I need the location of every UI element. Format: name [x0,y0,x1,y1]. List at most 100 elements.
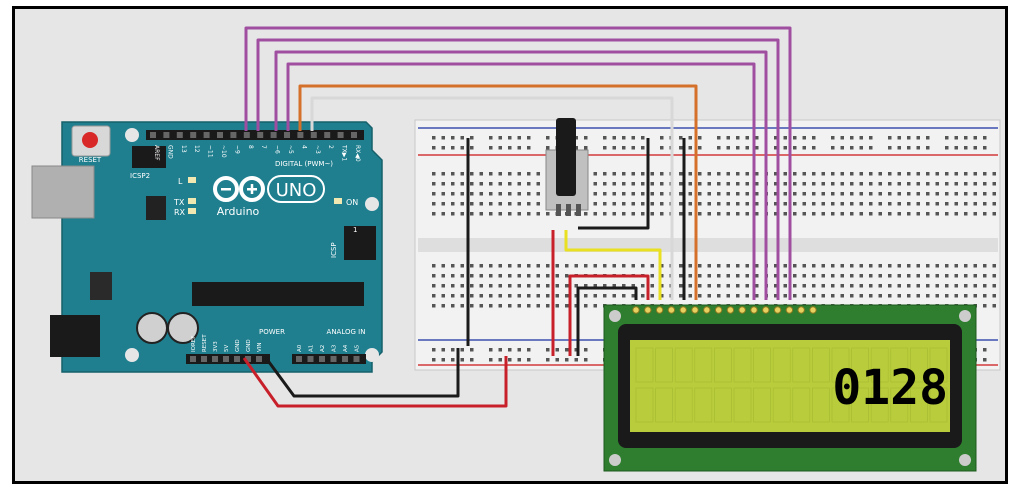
breadboard-hole [812,212,816,216]
breadboard-hole [907,294,911,298]
lcd-cell [870,387,889,423]
breadboard-hole [498,212,502,216]
breadboard-hole [432,274,436,278]
breadboard-hole [973,264,977,268]
breadboard-hole [479,212,483,216]
breadboard-hole [736,136,740,140]
lcd-pin [738,306,746,314]
lcd-cell [753,347,771,383]
reset-button[interactable] [82,132,98,148]
breadboard-hole [679,202,683,206]
breadboard-hole [508,182,512,186]
breadboard-hole [707,172,711,176]
breadboard-hole [736,212,740,216]
breadboard-hole [622,172,626,176]
breadboard-hole [859,202,863,206]
power-jack [50,315,100,357]
breadboard-hole [783,182,787,186]
digital-header [146,130,364,140]
breadboard-hole [451,348,455,352]
power-pin [223,356,229,362]
digital-pin-label: ~3 [314,145,321,154]
breadboard-hole [831,294,835,298]
breadboard-hole [916,264,920,268]
pot-knob[interactable] [556,118,576,196]
breadboard-hole [622,192,626,196]
breadboard-hole [555,348,559,352]
breadboard-hole [717,182,721,186]
breadboard-hole [517,172,521,176]
lcd-cell [890,347,909,383]
breadboard-hole [650,284,654,288]
analog-pin-label: A3 [332,344,338,352]
breadboard-hole [451,136,455,140]
breadboard-hole [441,146,445,150]
breadboard-hole [660,172,664,176]
breadboard-hole [650,172,654,176]
breadboard-hole [964,294,968,298]
breadboard-hole [983,284,987,288]
breadboard-hole [527,294,531,298]
breadboard-hole [460,304,464,308]
lcd-pin [809,306,817,314]
digital-pin [284,132,290,138]
breadboard-hole [650,294,654,298]
breadboard-hole [745,284,749,288]
breadboard-hole [793,202,797,206]
reset-label: RESET [79,156,102,164]
breadboard-hole [574,294,578,298]
analog-pin [296,356,302,362]
breadboard-hole [812,274,816,278]
breadboard-hole [973,146,977,150]
wire-red-5v [242,356,508,408]
breadboard-hole [631,284,635,288]
breadboard-hole [546,294,550,298]
atmega-chip [192,282,364,306]
breadboard-hole [546,146,550,150]
breadboard-hole [527,182,531,186]
lcd-cell [910,347,928,383]
digital-pin [310,132,317,138]
digital-pin-label: AREF [153,145,160,161]
breadboard-hole [736,274,740,278]
lcd-pin [655,306,664,314]
breadboard-hole [679,284,683,288]
breadboard-hole [641,202,645,206]
breadboard-hole [888,212,892,216]
breadboard-hole [698,202,702,206]
breadboard-hole [707,182,711,186]
breadboard-hole [802,294,806,298]
breadboard-hole [688,182,692,186]
l-label: L [178,177,183,186]
breadboard-hole [983,136,987,140]
breadboard-hole [432,348,436,352]
breadboard-hole [460,274,464,278]
mount-hole-bottom-right [365,348,379,362]
lcd-mount-bl [609,454,621,466]
power-label: POWER [259,328,285,336]
digital-pin [351,132,357,138]
breadboard-hole [736,284,740,288]
rx-led [188,208,196,214]
breadboard-hole [622,284,626,288]
breadboard-hole [954,212,958,216]
breadboard-hole [555,358,559,362]
breadboard-hole [717,136,721,140]
breadboard-hole [850,294,854,298]
lcd-cell [674,347,693,383]
breadboard-hole [707,294,711,298]
breadboard-hole [641,146,645,150]
breadboard-hole [432,146,436,150]
breadboard-hole [859,284,863,288]
breadboard-hole [584,146,588,150]
breadboard-hole [441,304,445,308]
breadboard-hole [821,192,825,196]
breadboard-hole [441,358,445,362]
breadboard-hole [717,274,721,278]
breadboard-hole [498,192,502,196]
breadboard-hole [812,146,816,150]
breadboard-hole [717,192,721,196]
digital-pin [270,132,277,138]
breadboard-hole [631,202,635,206]
breadboard-hole [479,182,483,186]
